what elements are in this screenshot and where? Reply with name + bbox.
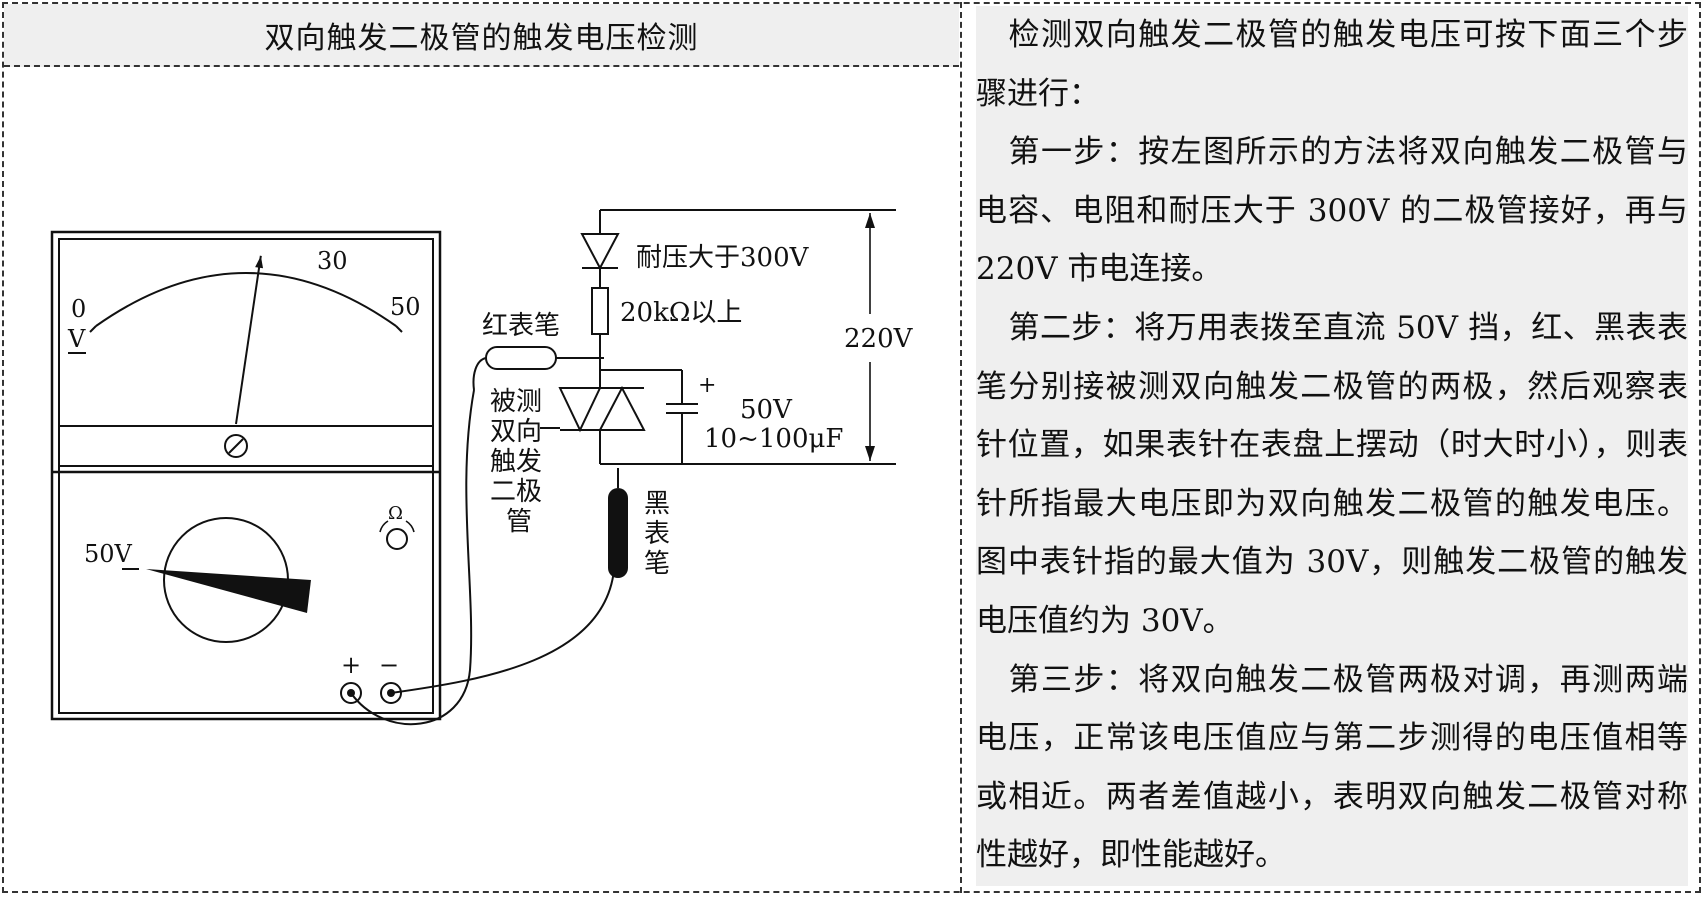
black-probe-label-2: 表 — [644, 519, 670, 549]
description-text: 检测双向触发二极管的触发电压可按下面三个步骤进行： 第一步：按左图所示的方法将双… — [976, 6, 1688, 886]
meter-needle — [235, 255, 262, 425]
jack-positive[interactable] — [340, 682, 362, 704]
meter-outer-case — [50, 230, 442, 721]
dut-label-line-3: 触发 — [490, 447, 542, 477]
multimeter: 0 V 30 50 50V Ω + − — [50, 230, 442, 721]
black-probe-label-3: 笔 — [644, 549, 670, 579]
jack-negative[interactable] — [380, 682, 402, 704]
paragraph-step-2: 第二步：将万用表拨至直流 50V 挡，红、黑表表笔分别接被测双向触发二极管的两极… — [976, 309, 1688, 639]
capacitor-voltage: 50V — [740, 395, 793, 425]
title-text: 双向触发二极管的触发电压检测 — [264, 20, 699, 56]
paragraph-step-1: 第一步：按左图所示的方法将双向触发二极管与电容、电阻和耐压大于 300V 的二极… — [976, 134, 1688, 288]
dut-label-line-1: 被测 — [490, 387, 542, 417]
scale-tick-zero — [89, 325, 97, 333]
ohm-symbol: Ω — [388, 503, 403, 524]
ohm-adjust-arrow-left — [379, 520, 389, 533]
black-probe[interactable] — [608, 488, 628, 578]
red-probe[interactable] — [485, 346, 557, 370]
capacitor-plus: + — [698, 373, 716, 398]
supply-label: 220V — [844, 324, 914, 354]
red-probe-label: 红表笔 — [482, 311, 560, 341]
ohm-adjust-arrow-right — [405, 520, 415, 533]
column-divider — [960, 2, 962, 893]
range-label: 50V — [84, 540, 133, 568]
diode-label: 耐压大于300V — [636, 243, 810, 273]
scale-label-unit: V — [67, 325, 86, 353]
range-switch-knob — [146, 569, 311, 613]
resistor-label: 20kΩ以上 — [620, 298, 742, 328]
paragraph-intro: 检测双向触发二极管的触发电压可按下面三个步骤进行： — [976, 17, 1688, 112]
rectifier-diode — [580, 233, 620, 271]
dut-label-line-4: 二极 — [490, 477, 542, 507]
diac-triangle-up — [598, 385, 646, 431]
supply-arrow-bottom — [865, 446, 875, 461]
dut-label-line-5: 管 — [506, 507, 532, 537]
scale-label-zero: 0 — [71, 295, 86, 323]
capacitor-value: 10~100μF — [704, 424, 843, 454]
ohm-adjust-knob[interactable] — [386, 528, 408, 550]
paragraph-step-3: 第三步：将双向触发二极管两极对调，再测两端电压，正常该电压值应与第二步测得的电压… — [976, 661, 1688, 874]
black-probe-label-1: 黑 — [644, 489, 670, 519]
scale-label-max: 50 — [390, 293, 421, 321]
meter-inner-case — [58, 238, 434, 714]
diac-triangle-down — [558, 387, 602, 433]
black-lead-wire — [390, 569, 615, 694]
jack-minus-label: − — [379, 651, 399, 679]
red-lead-end — [472, 357, 487, 391]
zero-adjust-slot — [228, 438, 244, 454]
scale-label-mid: 30 — [317, 247, 348, 275]
circuit-diagram: 0 V 30 50 50V Ω + − — [50, 209, 914, 726]
diagram-title: 双向触发二极管的触发电压检测 — [4, 4, 959, 67]
meter-scale-arc — [95, 272, 397, 327]
red-lead-wire — [350, 389, 475, 726]
scale-tick-max — [395, 325, 403, 333]
jack-plus-label: + — [341, 651, 361, 679]
resistor — [591, 287, 609, 335]
zero-adjust-screw[interactable] — [224, 434, 248, 458]
supply-arrow-top — [865, 213, 875, 228]
dut-label-line-2: 双向 — [490, 417, 542, 447]
needle-tip — [255, 255, 264, 269]
